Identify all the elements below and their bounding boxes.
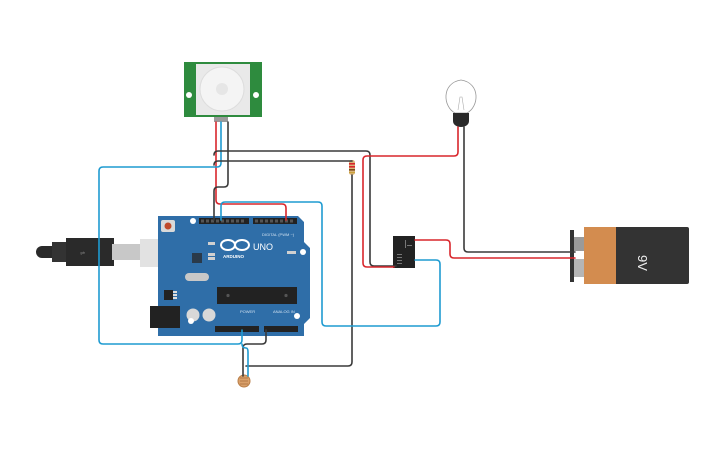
- battery-terminal-positive: [574, 259, 584, 277]
- wire-resistor-ldr[interactable]: [245, 174, 353, 367]
- power-header: [215, 326, 259, 332]
- wire-bulb-battery[interactable]: [463, 126, 576, 253]
- battery-9v[interactable]: 9V: [570, 227, 689, 284]
- model-label: UNO: [253, 242, 273, 252]
- capacitor-2: [202, 308, 216, 322]
- power-label: POWER: [240, 309, 255, 314]
- atmega-chip: [217, 287, 297, 304]
- capacitor-1: [186, 308, 200, 322]
- battery-terminal-negative: [574, 237, 584, 251]
- usb-icon: ⇌: [80, 250, 85, 257]
- resistor[interactable]: [349, 160, 355, 175]
- arduino-uno-board[interactable]: DIGITAL (PWM ~) UNO ARDUINO POWER ANALOG: [150, 216, 310, 336]
- led-rx: [208, 257, 215, 260]
- voltage-regulator: [164, 290, 173, 300]
- wire-relay-battery[interactable]: [414, 239, 576, 259]
- wire-bulb-relay[interactable]: [362, 126, 459, 268]
- wire-pir-vcc[interactable]: [215, 121, 287, 221]
- wire-ldr-power[interactable]: [241, 343, 249, 377]
- usb-chip: [192, 253, 202, 263]
- wire-resistor-top[interactable]: [213, 160, 353, 166]
- arduino-logo-icon: [220, 239, 250, 251]
- light-bulb[interactable]: [445, 79, 477, 127]
- wire-pir-signal[interactable]: [98, 121, 243, 345]
- led-l: [208, 242, 215, 245]
- wire-gnd-relay[interactable]: [213, 150, 397, 267]
- relay[interactable]: [393, 236, 415, 268]
- pir-sensor[interactable]: [184, 62, 262, 122]
- digital-label: DIGITAL (PWM ~): [262, 232, 295, 237]
- power-jack[interactable]: [150, 306, 180, 328]
- usb-cable[interactable]: ⇌: [36, 238, 162, 267]
- crystal: [185, 273, 209, 281]
- analog-header: [264, 326, 298, 332]
- wire-relay-signal[interactable]: [220, 201, 441, 327]
- reset-button-icon: [164, 222, 172, 230]
- wire-pir-gnd[interactable]: [213, 121, 229, 221]
- wire-ldr-analog[interactable]: [242, 329, 267, 377]
- battery-label: 9V: [635, 255, 650, 271]
- led-on: [287, 251, 296, 254]
- led-tx: [208, 253, 215, 256]
- analog-label: ANALOG IN: [273, 309, 295, 314]
- brand-label: ARDUINO: [223, 254, 244, 259]
- photoresistor[interactable]: [237, 374, 251, 388]
